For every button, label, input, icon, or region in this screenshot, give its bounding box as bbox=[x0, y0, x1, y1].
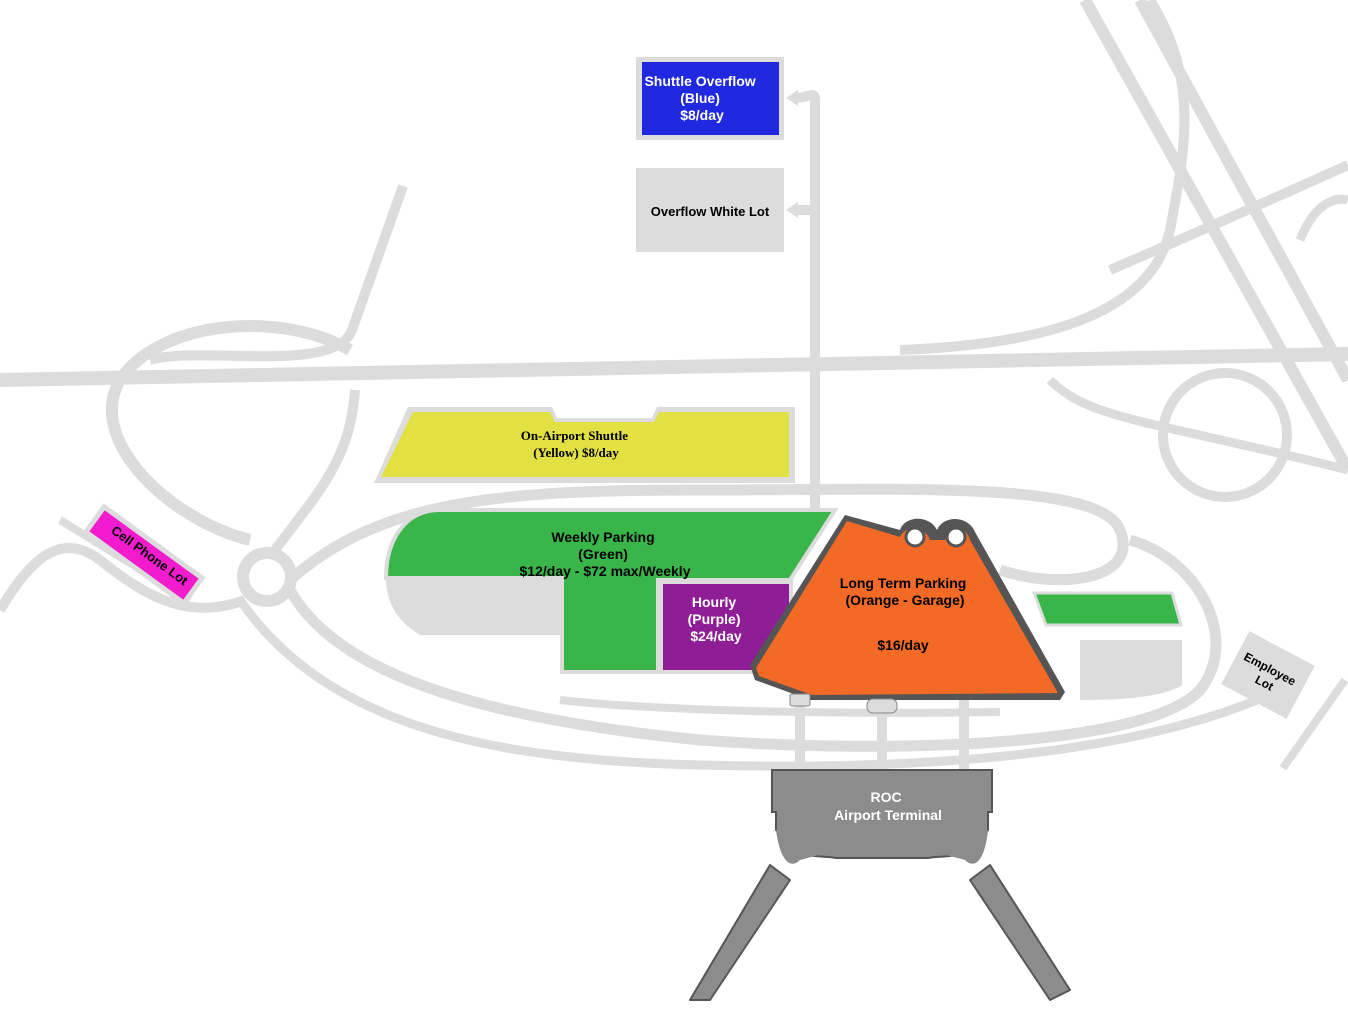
ramp-loop bbox=[271, 389, 360, 554]
ramp bbox=[1108, 160, 1348, 275]
road-employee bbox=[1279, 677, 1348, 771]
road-north bbox=[795, 90, 821, 520]
roundabout bbox=[237, 547, 297, 607]
terminal-hub bbox=[776, 830, 988, 864]
svg-text:ROC Airport Terminal: ROC Airport Terminal bbox=[834, 789, 942, 823]
ramp bbox=[899, 0, 1190, 355]
svg-text:Hourly (Purple) $24/da: Hourly (Purple) $24/day bbox=[688, 594, 745, 644]
gray-lot-east bbox=[1080, 640, 1182, 700]
garage-ring bbox=[945, 526, 967, 548]
highway-diagonal bbox=[1079, 0, 1348, 473]
garage-connector bbox=[866, 698, 898, 714]
ramp-loop bbox=[1295, 194, 1348, 242]
ramp-loop bbox=[105, 320, 353, 546]
long-term-label-1: Long Term Parking bbox=[840, 575, 967, 591]
ramp bbox=[148, 184, 408, 365]
garage-ring bbox=[904, 526, 926, 548]
shuttle-overflow-label-2: (Blue) bbox=[680, 90, 720, 106]
terminal-label-1: ROC bbox=[870, 789, 901, 805]
green-lot-east[interactable] bbox=[1031, 591, 1183, 627]
overflow-white-lot-label: Overflow White Lot bbox=[651, 204, 770, 219]
overflow-white-lot[interactable] bbox=[636, 168, 784, 252]
long-term-label-3: $16/day bbox=[877, 637, 929, 653]
terminal-loop bbox=[236, 597, 1282, 771]
road-west bbox=[0, 543, 247, 613]
terminal-loop bbox=[559, 696, 1001, 717]
arrow-icon bbox=[786, 90, 798, 106]
svg-text:Long Term Parking (Orange: Long Term Parking (Orange - Garage) bbox=[840, 575, 970, 608]
weekly-parking-lot[interactable] bbox=[383, 508, 839, 674]
airport-terminal[interactable] bbox=[689, 769, 1071, 1001]
svg-text:On-Airport Shuttle (Yellow: On-Airport Shuttle (Yellow) $8/day bbox=[521, 428, 632, 460]
highway bbox=[0, 347, 1348, 387]
long-term-parking-garage-fill bbox=[756, 521, 1058, 695]
ramp bbox=[1046, 376, 1348, 475]
employee-lot[interactable] bbox=[1221, 631, 1315, 719]
employee-lot-fill bbox=[1221, 631, 1315, 719]
terminal-loop bbox=[285, 534, 1222, 752]
on-airport-shuttle-lot-fill bbox=[381, 412, 789, 477]
hourly-label-1: Hourly bbox=[692, 594, 737, 610]
shuttle-overflow-label-1: Shuttle Overflow bbox=[644, 73, 755, 89]
long-term-label-2: (Orange - Garage) bbox=[845, 592, 964, 608]
svg-text:Shuttle Overflow (Blue): Shuttle Overflow (Blue) $8/day bbox=[644, 73, 759, 123]
weekly-parking-label-3: $12/day - $72 max/Weekly bbox=[520, 563, 691, 579]
terminal-concourse-west bbox=[689, 864, 791, 1001]
hourly-label-3: $24/day bbox=[690, 628, 742, 644]
arrow-icon bbox=[786, 202, 798, 218]
road-network bbox=[0, 0, 1348, 771]
hourly-label-2: (Purple) bbox=[688, 611, 741, 627]
terminal-concourse-east bbox=[969, 864, 1071, 1001]
weekly-parking-label-1: Weekly Parking bbox=[551, 529, 654, 545]
svg-text:Weekly Parking (Green): Weekly Parking (Green) $12/day - $72 max… bbox=[520, 529, 691, 579]
cell-phone-lot-fill bbox=[89, 510, 199, 600]
shuttle-overflow-label-3: $8/day bbox=[680, 107, 724, 123]
on-airport-shuttle-label-1: On-Airport Shuttle bbox=[521, 428, 628, 443]
ramp-loop bbox=[1158, 368, 1292, 502]
on-airport-shuttle-label-2: (Yellow) $8/day bbox=[533, 445, 619, 460]
shuttle-overflow-lot-fill bbox=[642, 62, 779, 135]
cell-phone-lot[interactable] bbox=[82, 503, 206, 607]
garage-connector bbox=[789, 693, 811, 707]
weekly-parking-label-2: (Green) bbox=[578, 546, 628, 562]
gray-lot bbox=[386, 578, 560, 635]
terminal-label-2: Airport Terminal bbox=[834, 807, 942, 823]
